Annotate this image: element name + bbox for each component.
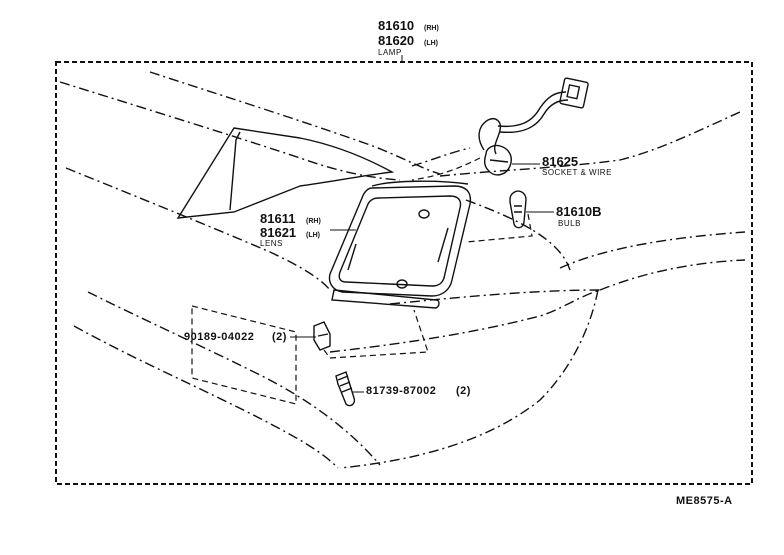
screw — [335, 371, 356, 407]
lamp-suffix-rh: (RH) — [424, 25, 439, 32]
label-nut: 90189-04022 (2) — [184, 331, 316, 343]
vehicle-body-outline — [59, 71, 746, 469]
lamp-number-lh: 81620 — [378, 33, 414, 48]
lens-desc: LENS — [260, 239, 283, 248]
license-plate-area — [191, 305, 297, 405]
nut-qty: (2) — [272, 331, 287, 343]
socket-desc: SOCKET & WIRE — [542, 168, 612, 177]
lens-number-rh: 81611 — [260, 211, 295, 226]
lamp-suffix-lh: (LH) — [424, 40, 438, 47]
lens — [328, 180, 472, 309]
label-lamp: 81610 (RH) 81620 (LH) LAMP — [378, 18, 439, 57]
socket-and-wire — [411, 77, 589, 181]
lamp-desc: LAMP — [378, 48, 402, 57]
lens-suffix-lh: (LH) — [306, 232, 320, 239]
lens-number-lh: 81621 — [260, 225, 296, 240]
bulb-number: 81610B — [556, 204, 602, 219]
lens-suffix-rh: (RH) — [306, 218, 321, 225]
nut-number: 90189-04022 — [184, 331, 254, 343]
label-socket: 81625 SOCKET & WIRE — [512, 154, 612, 177]
label-lens: 81611 (RH) 81621 (LH) LENS — [260, 211, 356, 248]
lamp-number-rh: 81610 — [378, 18, 414, 33]
assembly-frame — [55, 55, 753, 485]
bulb-desc: BULB — [558, 219, 581, 228]
glass-panel — [176, 127, 395, 219]
screw-number: 81739-87002 — [366, 385, 436, 397]
nut — [313, 309, 429, 359]
label-bulb: 81610B BULB — [526, 204, 602, 228]
socket-number: 81625 — [542, 154, 578, 169]
diagram-code: ME8575-A — [676, 495, 733, 507]
bulb — [465, 190, 533, 243]
label-screw: 81739-87002 (2) — [352, 385, 471, 397]
screw-qty: (2) — [456, 385, 471, 397]
